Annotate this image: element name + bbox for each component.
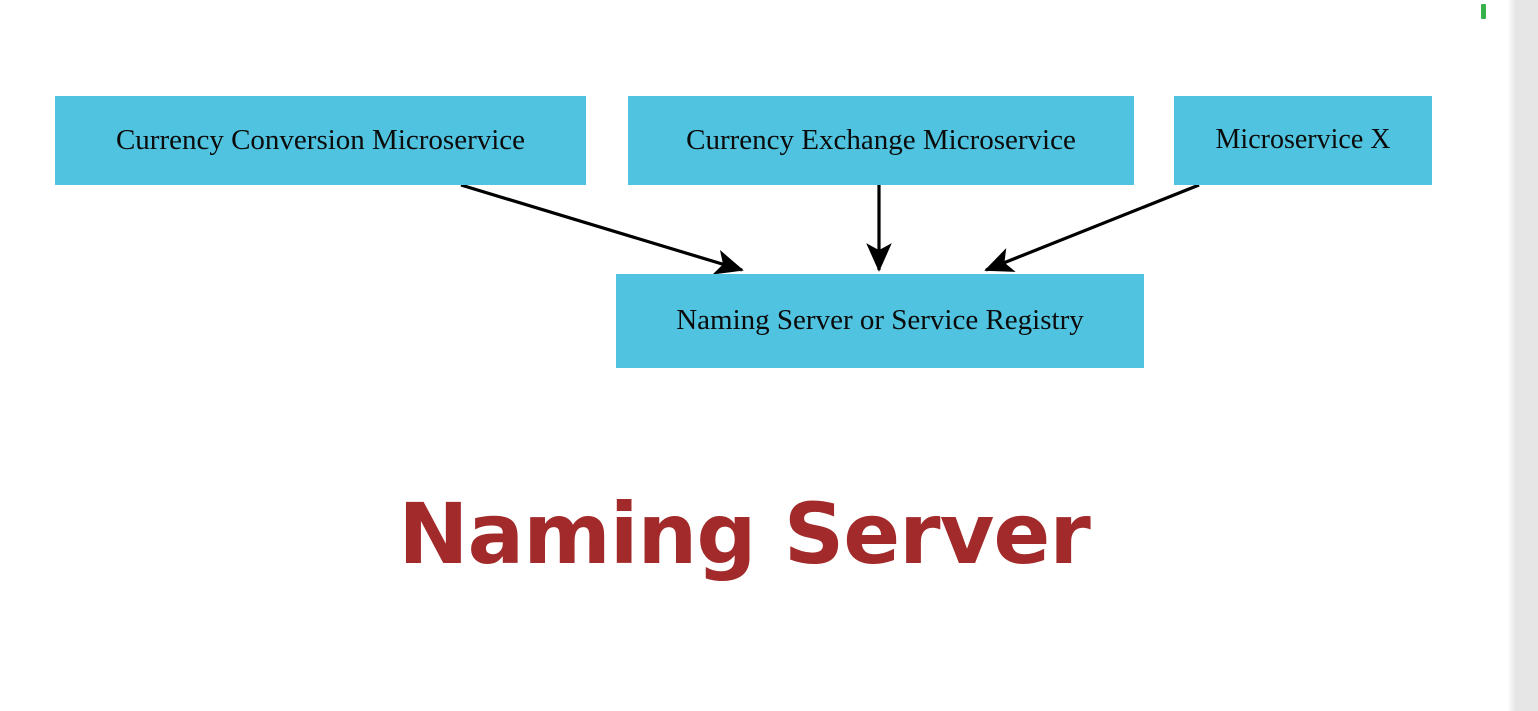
node-microservice-x[interactable]: Microservice X xyxy=(1174,96,1432,185)
node-label: Currency Conversion Microservice xyxy=(115,123,526,156)
node-currency-exchange-microservice[interactable]: Currency Exchange Microservice xyxy=(628,96,1134,185)
slide-title: Naming Server xyxy=(0,492,1508,576)
arrow-conversion-to-registry xyxy=(460,183,744,275)
node-label: Naming Server or Service Registry xyxy=(676,304,1084,337)
node-currency-conversion-microservice[interactable]: Currency Conversion Microservice xyxy=(55,96,586,185)
right-gutter-edge xyxy=(1508,0,1517,711)
node-label: Microservice X xyxy=(1215,124,1391,156)
arrow-msx-to-registry xyxy=(984,183,1200,272)
green-marker-icon xyxy=(1481,4,1486,19)
architecture-diagram: Currency Conversion Microservice Currenc… xyxy=(55,96,1432,368)
slide-title-text: Naming Server xyxy=(398,485,1091,583)
node-label: Currency Exchange Microservice xyxy=(686,123,1076,156)
node-naming-server-or-service-registry[interactable]: Naming Server or Service Registry xyxy=(616,274,1144,368)
right-gutter xyxy=(1508,0,1538,711)
